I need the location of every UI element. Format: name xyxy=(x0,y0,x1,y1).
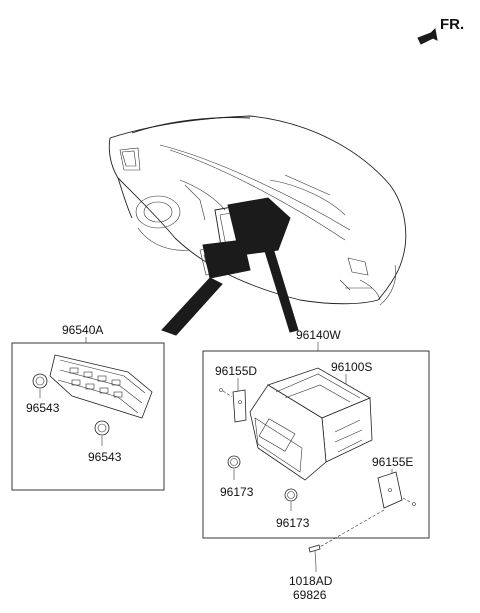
climate-knob-1-code: 96543 xyxy=(26,401,60,415)
knob-icon xyxy=(284,488,298,502)
leader-line xyxy=(317,509,385,549)
forward-arrow-icon xyxy=(417,27,438,45)
hole-icon xyxy=(388,488,392,492)
screw-icon xyxy=(219,388,223,392)
climate-control-code: 96540A xyxy=(62,323,103,337)
audio-knob-2-code: 96173 xyxy=(276,516,310,530)
audio-unit-group-box xyxy=(202,350,430,539)
fastener-code-2: 69826 xyxy=(293,588,327,602)
climate-control-group-box xyxy=(11,342,165,491)
bracket-left-icon xyxy=(232,389,247,423)
dashboard-illustration xyxy=(108,115,407,336)
audio-knob-1-code: 96173 xyxy=(220,485,254,499)
bracket-right-icon xyxy=(377,471,403,509)
bolt-icon xyxy=(308,544,321,567)
climate-control-panel xyxy=(49,354,153,419)
direction-label: FR. xyxy=(440,16,464,33)
audio-unit-code: 96140W xyxy=(296,328,341,342)
leader-line xyxy=(222,390,233,398)
knob-icon xyxy=(227,455,241,469)
head-unit-code: 96100S xyxy=(331,360,372,374)
leader-line xyxy=(402,497,413,504)
screw-icon xyxy=(412,502,416,506)
fastener-code-1: 1018AD xyxy=(289,574,333,588)
knob-icon xyxy=(94,420,110,436)
bracket-left-code: 96155D xyxy=(215,364,257,378)
head-unit-icon xyxy=(249,367,373,481)
hole-icon xyxy=(238,400,242,404)
climate-knob-2-code: 96543 xyxy=(88,450,122,464)
bracket-right-code: 96155E xyxy=(372,455,413,469)
knob-icon xyxy=(32,373,48,389)
